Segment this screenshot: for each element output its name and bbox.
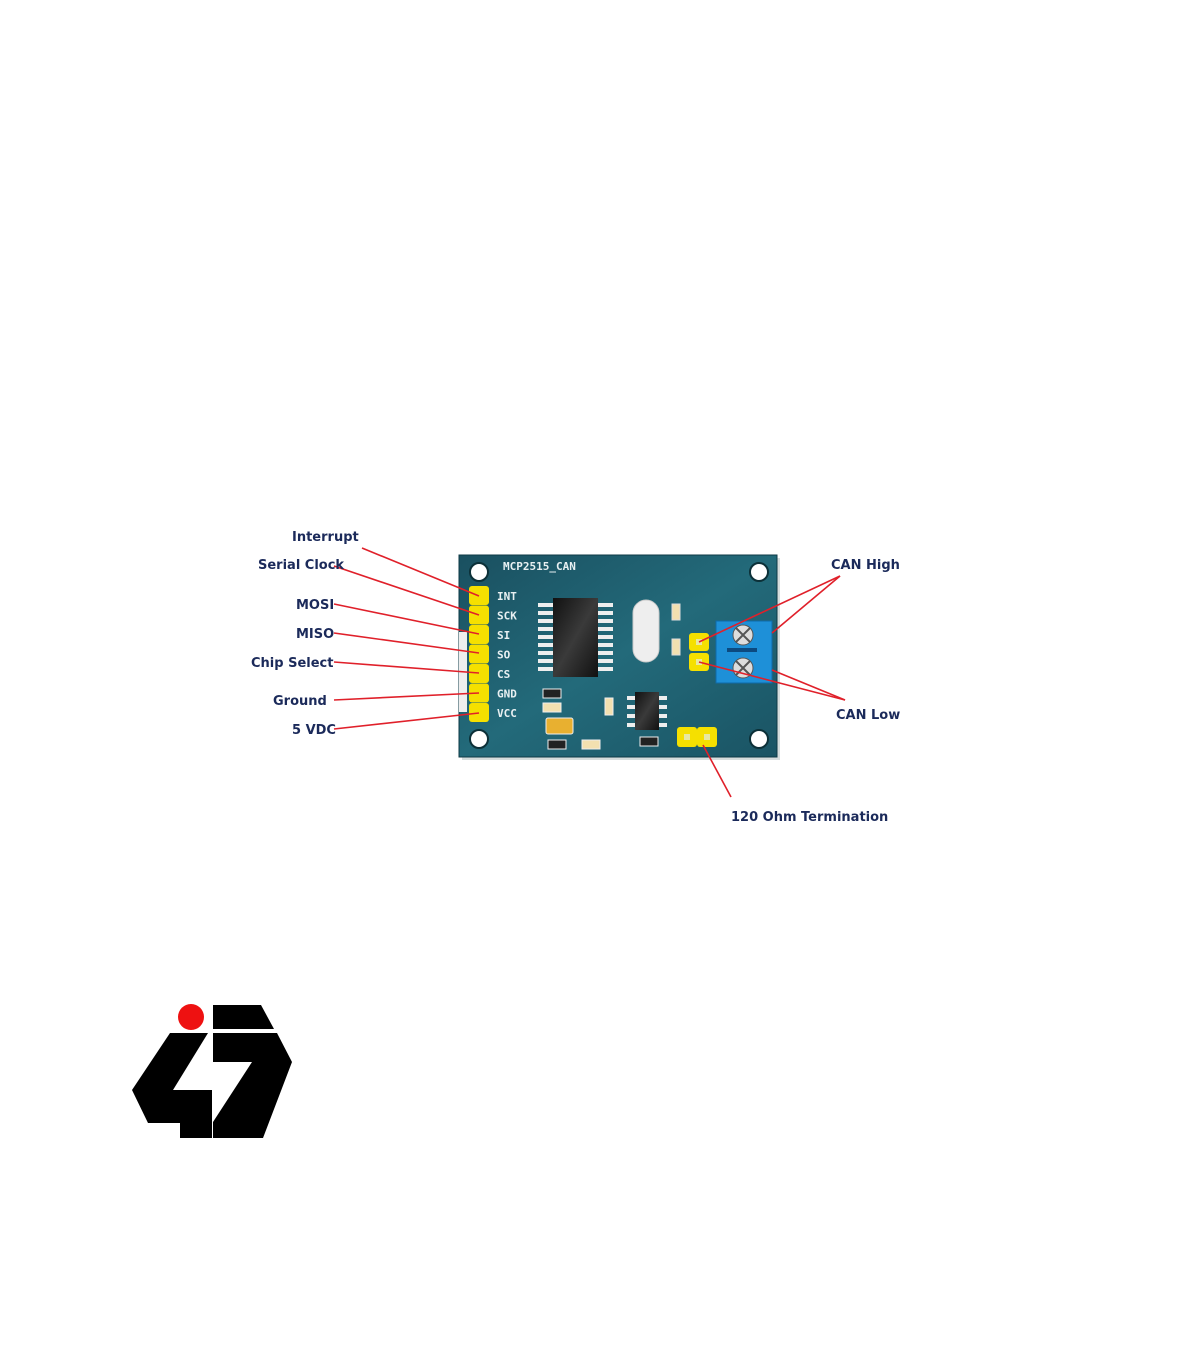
pin-label-gnd: GND bbox=[497, 688, 517, 701]
ic-lead bbox=[538, 611, 553, 615]
ic-lead bbox=[598, 635, 613, 639]
label-chip-select: Chip Select bbox=[251, 656, 333, 671]
mcp2515-board: MCP2515_CAN INT SCK SI SO CS GND VCC bbox=[458, 554, 780, 760]
leader-lines bbox=[333, 547, 846, 798]
ic-lead bbox=[538, 643, 553, 647]
callout-labels: Interrupt Serial Clock MOSI MISO Chip Se… bbox=[251, 530, 900, 825]
ic-lead bbox=[538, 659, 553, 663]
header-pins: INT SCK SI SO CS GND VCC bbox=[469, 586, 517, 722]
board-title: MCP2515_CAN bbox=[503, 560, 576, 573]
termination-jumper bbox=[677, 727, 717, 747]
ic-lead bbox=[538, 619, 553, 623]
ic-lead bbox=[598, 659, 613, 663]
ic-lead bbox=[538, 667, 553, 671]
pin-label-int: INT bbox=[497, 590, 517, 603]
ic-lead bbox=[598, 619, 613, 623]
mcp2515-chip bbox=[538, 598, 613, 677]
pin-label-so: SO bbox=[497, 649, 511, 662]
header-pin bbox=[469, 703, 489, 722]
label-5vdc: 5 VDC bbox=[292, 723, 336, 738]
label-interrupt: Interrupt bbox=[292, 530, 359, 545]
ic-lead bbox=[598, 627, 613, 631]
ic-lead bbox=[598, 611, 613, 615]
screw-terminal bbox=[715, 620, 773, 684]
label-can-low: CAN Low bbox=[836, 708, 900, 723]
label-ground: Ground bbox=[273, 694, 327, 709]
label-miso: MISO bbox=[296, 627, 334, 642]
mounting-holes bbox=[469, 562, 769, 749]
company-logo bbox=[132, 1004, 292, 1138]
ic-lead bbox=[538, 603, 553, 607]
pin-label-cs: CS bbox=[497, 668, 510, 681]
ic-lead bbox=[538, 627, 553, 631]
ic-lead bbox=[598, 603, 613, 607]
ic-lead bbox=[538, 635, 553, 639]
pin-label-vcc: VCC bbox=[497, 707, 517, 720]
transceiver-chip bbox=[627, 692, 667, 730]
smd-components bbox=[542, 603, 681, 750]
ic-lead bbox=[598, 651, 613, 655]
pin-label-si: SI bbox=[497, 629, 510, 642]
pin-label-sck: SCK bbox=[497, 610, 517, 623]
label-mosi: MOSI bbox=[296, 598, 334, 613]
label-serial-clock: Serial Clock bbox=[258, 558, 344, 573]
ic-lead bbox=[598, 667, 613, 671]
ic-lead bbox=[598, 643, 613, 647]
label-can-high: CAN High bbox=[831, 558, 900, 573]
header-pin bbox=[469, 644, 489, 664]
crystal bbox=[632, 599, 660, 663]
header-pin bbox=[469, 664, 489, 683]
ic-lead bbox=[538, 651, 553, 655]
header-pin bbox=[469, 625, 489, 644]
label-termination: 120 Ohm Termination bbox=[731, 810, 888, 825]
